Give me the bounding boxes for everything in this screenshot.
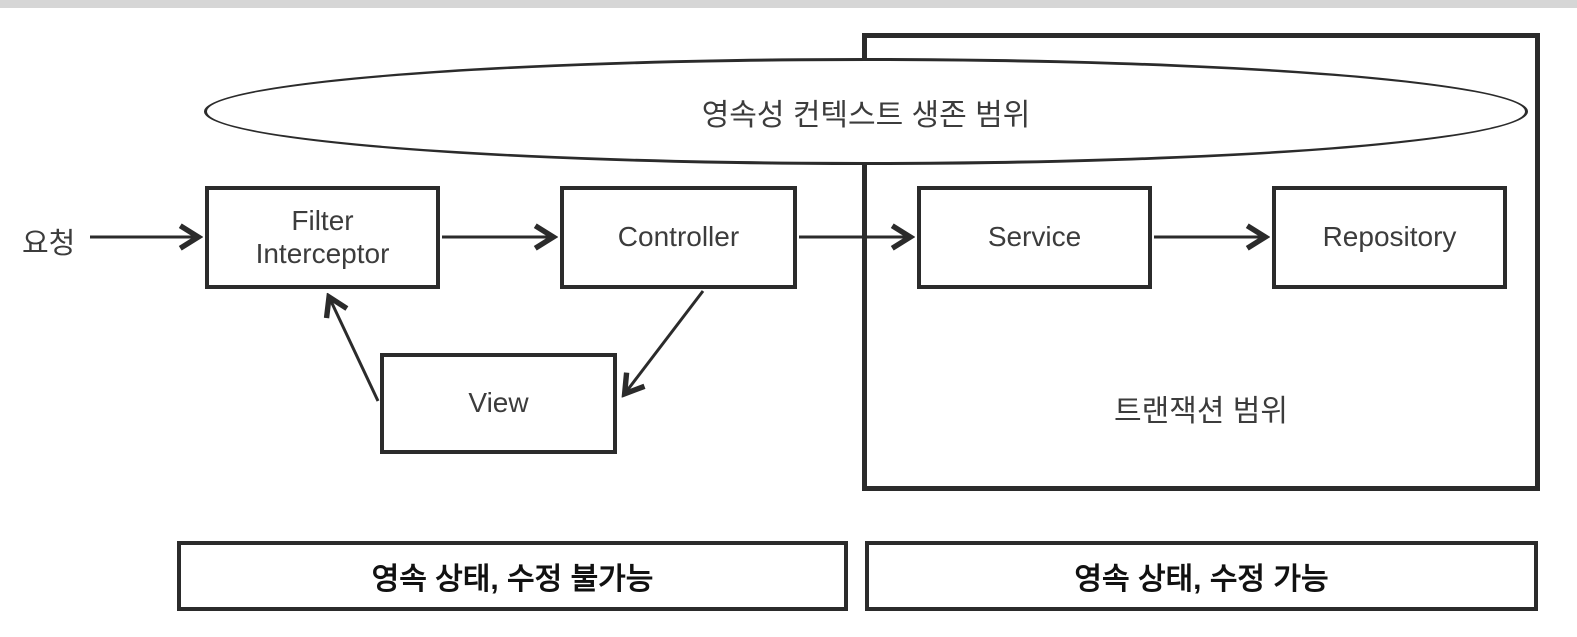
filter-label-line1: Filter [291, 205, 354, 237]
controller-label: Controller [617, 221, 740, 253]
state-box-detached: 영속 상태, 수정 불가능 [177, 541, 848, 611]
persistence-context-label: 영속성 컨텍스트 생존 범위 [701, 98, 1031, 132]
node-controller: Controller [560, 186, 797, 289]
state-box-managed: 영속 상태, 수정 가능 [865, 541, 1538, 611]
repository-label: Repository [1322, 221, 1457, 253]
node-service: Service [917, 186, 1152, 289]
node-filter-interceptor: Filter Interceptor [205, 186, 440, 289]
state-right-label: 영속 상태, 수정 가능 [1074, 563, 1329, 596]
request-label: 요청 [22, 228, 76, 260]
top-edge-strip [0, 0, 1577, 8]
node-repository: Repository [1272, 186, 1507, 289]
node-view: View [380, 353, 617, 454]
edge-view-to-filter [330, 299, 380, 402]
state-left-label: 영속 상태, 수정 불가능 [371, 563, 654, 596]
persistence-context-ellipse: 영속성 컨텍스트 생존 범위 [204, 58, 1528, 165]
edge-controller-to-view [626, 290, 705, 392]
view-label: View [468, 387, 529, 419]
service-label: Service [987, 221, 1082, 253]
transaction-scope-label: 트랜잭션 범위 [1114, 395, 1288, 428]
filter-label-line2: Interceptor [255, 237, 390, 269]
